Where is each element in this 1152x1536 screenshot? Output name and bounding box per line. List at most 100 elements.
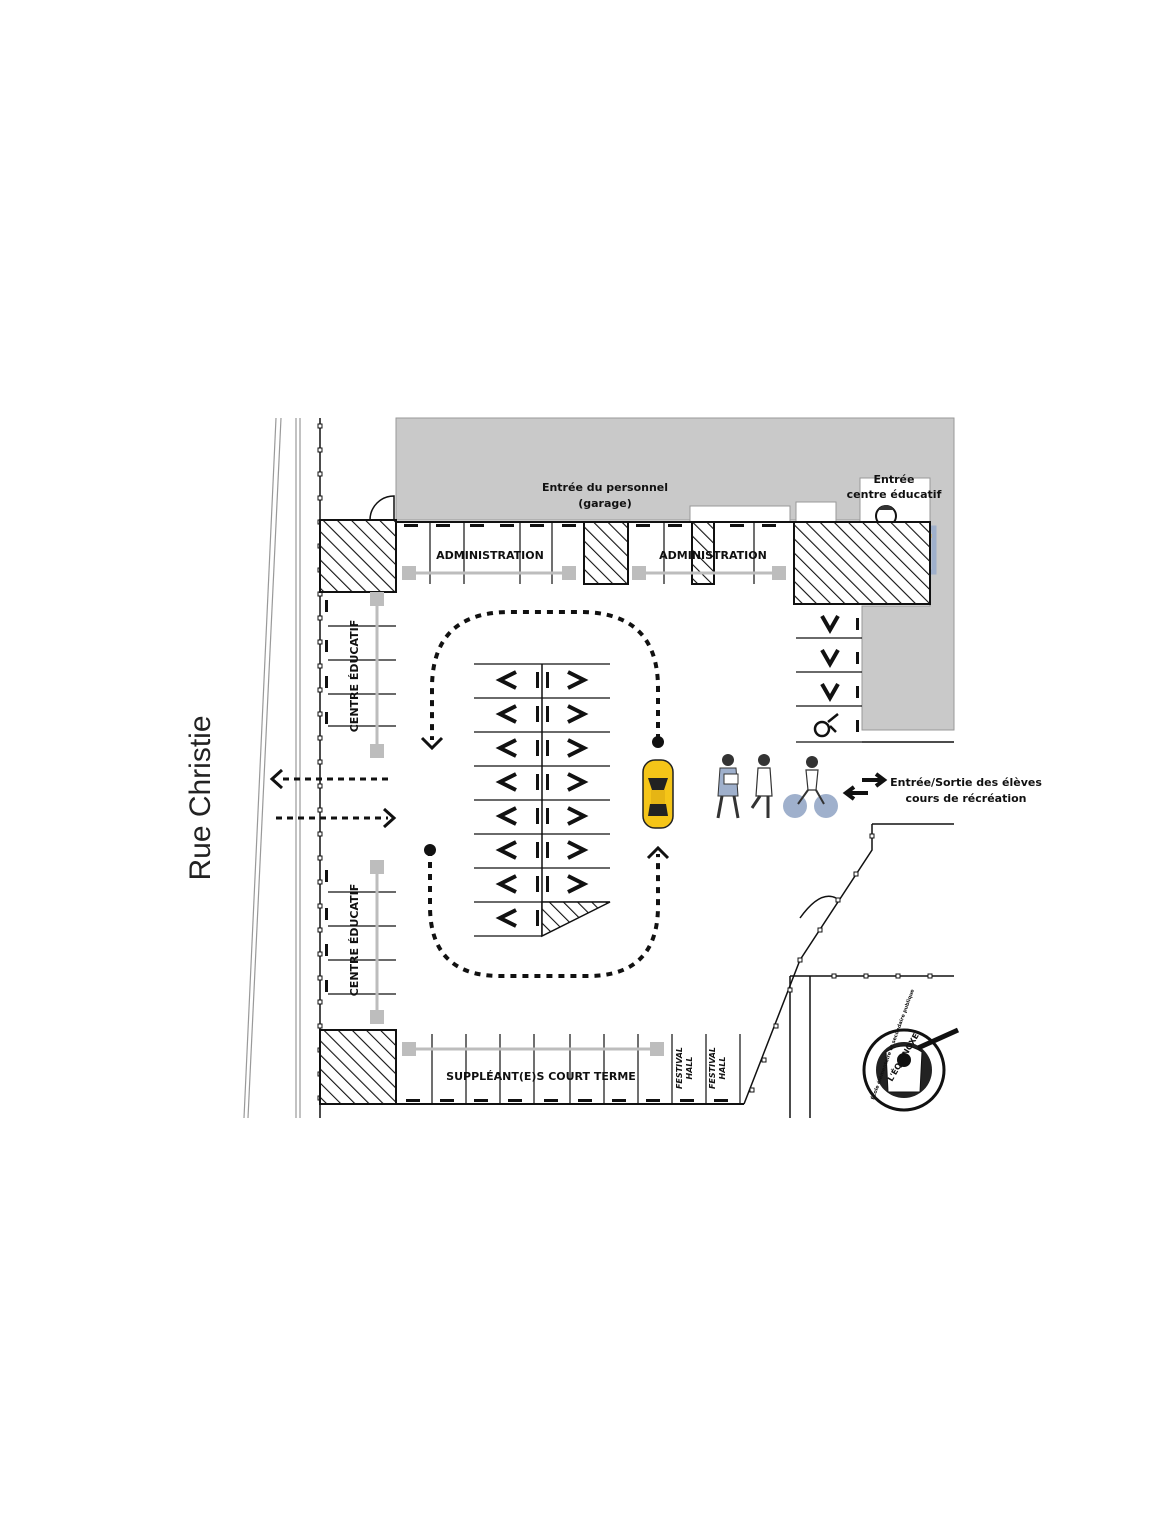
direction-chevron (567, 738, 589, 758)
fence-post (797, 957, 803, 963)
centre-educatif-lower (328, 860, 396, 1024)
parking-marker (536, 876, 539, 892)
direction-chevron (495, 704, 517, 724)
direction-chevron (495, 840, 517, 860)
parking-marker (546, 876, 549, 892)
fence-post (761, 1057, 767, 1063)
car-icon (642, 759, 674, 829)
parking-marker (546, 808, 549, 824)
fence-post (869, 833, 875, 839)
direction-chevron (820, 615, 840, 635)
right-parking-column (796, 615, 862, 743)
loop-start-dot (652, 736, 664, 748)
fence-post (317, 783, 323, 789)
centre-educatif-label-2: CENTRE ÉDUCATIF (348, 884, 361, 997)
staff-entrance-sublabel: (garage) (578, 497, 632, 510)
direction-chevron (567, 670, 589, 690)
fence-post (317, 471, 323, 477)
centre-educatif-upper (325, 592, 396, 992)
parking-marker (325, 640, 328, 652)
parking-marker (730, 524, 744, 527)
parking-marker (714, 1099, 728, 1102)
cyclist-icon (783, 756, 838, 818)
parking-marker (325, 908, 328, 920)
edu-entrance-label: Entrée (874, 473, 915, 486)
substitutes-label: SUPPLÉANT(E)S COURT TERME (446, 1070, 636, 1083)
direction-chevron (495, 738, 517, 758)
fence-post (317, 927, 323, 933)
fence-post (927, 973, 933, 979)
parking-marker (325, 870, 328, 882)
hatched-zone-top-left (319, 519, 397, 593)
fence-post (317, 855, 323, 861)
fence-post (317, 711, 323, 717)
hatched-zone-bottom-left (319, 1029, 397, 1105)
parking-marker (536, 808, 539, 824)
fence-post (317, 831, 323, 837)
parking-marker (856, 686, 859, 698)
parking-marker (404, 524, 418, 527)
parking-marker (856, 618, 859, 630)
parking-marker (856, 652, 859, 664)
pedestrian-icon (716, 754, 740, 819)
fence-post (317, 999, 323, 1005)
direction-chevron (495, 806, 517, 826)
festival-hall-label-2b: HALL (718, 1056, 727, 1079)
parking-marker (536, 910, 539, 926)
parking-marker (578, 1099, 592, 1102)
admin-parking-row (395, 521, 796, 584)
parking-marker (536, 842, 539, 858)
loop-arrowhead (646, 845, 670, 860)
parking-marker (546, 706, 549, 722)
door-swing (369, 495, 395, 521)
bicycle-parking-icon (813, 713, 839, 738)
admin-label-2: ADMINISTRATION (659, 549, 767, 562)
parking-marker (562, 524, 576, 527)
direction-chevron (567, 704, 589, 724)
parking-marker (474, 1099, 488, 1102)
double-arrow-icon (842, 772, 888, 801)
fence-post (835, 897, 841, 903)
hatched-zone-top-right (793, 521, 931, 605)
parking-marker (440, 1099, 454, 1102)
substitute-parking-row (396, 1034, 744, 1105)
parking-marker (546, 774, 549, 790)
parking-marker (500, 524, 514, 527)
direction-chevron (495, 908, 517, 928)
students-entrance-sublabel: cours de récréation (905, 792, 1026, 805)
fence-post (317, 951, 323, 957)
fence-post (317, 663, 323, 669)
fence-post (317, 879, 323, 885)
direction-chevron (495, 874, 517, 894)
central-parking-island (474, 663, 611, 938)
students-entrance-label: Entrée/Sortie des élèves (890, 776, 1042, 789)
direction-chevron (495, 772, 517, 792)
parking-marker (536, 672, 539, 688)
street-name: Rue Christie (184, 715, 217, 880)
direction-chevron (567, 772, 589, 792)
parking-marker (530, 524, 544, 527)
parking-marker (762, 524, 776, 527)
parking-marker (325, 712, 328, 724)
street (243, 417, 323, 1119)
direction-chevron (567, 840, 589, 860)
fence-post (317, 495, 323, 501)
direction-chevron (820, 683, 840, 703)
direction-chevron (495, 670, 517, 690)
festival-hall-label-1b: HALL (685, 1056, 694, 1079)
edu-entrance-sublabel: centre éducatif (847, 488, 942, 501)
fence-post (831, 973, 837, 979)
fence-post (787, 987, 793, 993)
pedestrian-icon (750, 754, 773, 818)
fence-post (317, 759, 323, 765)
fence-post (317, 423, 323, 429)
loop-arrowhead (420, 736, 444, 751)
festival-hall-label-1: FESTIVAL (675, 1047, 684, 1089)
parking-marker (546, 740, 549, 756)
fence-post (853, 871, 859, 877)
parking-marker (436, 524, 450, 527)
fence-post (895, 973, 901, 979)
parking-marker (646, 1099, 660, 1102)
direction-chevron (567, 806, 589, 826)
